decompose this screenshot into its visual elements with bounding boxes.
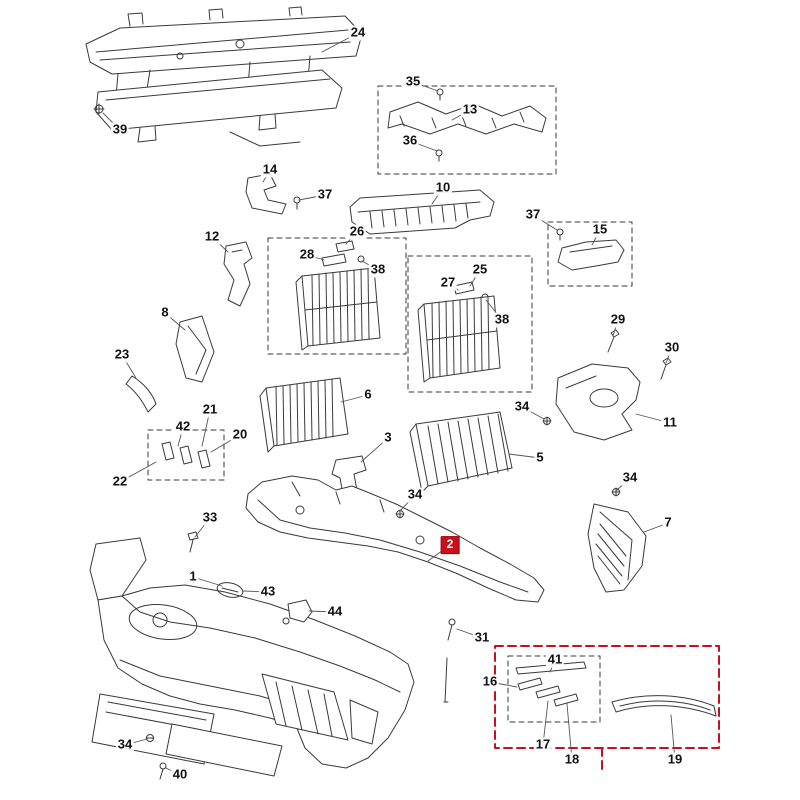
repair-kit-group <box>494 645 720 773</box>
part-callout-29[interactable]: 29 <box>608 311 628 328</box>
part-callout-44[interactable]: 44 <box>325 603 345 620</box>
part-callout-8[interactable]: 8 <box>159 304 171 321</box>
part-callout-20[interactable]: 20 <box>230 426 250 443</box>
part-callout-38[interactable]: 38 <box>368 261 388 278</box>
fastener-39-bolt <box>93 103 105 115</box>
part-callout-28[interactable]: 28 <box>297 246 317 263</box>
part-6-grille <box>259 377 349 453</box>
leader-line-18 <box>566 703 573 761</box>
part-callout-5[interactable]: 5 <box>534 449 546 466</box>
part-callout-10[interactable]: 10 <box>433 179 453 196</box>
part-callout-17[interactable]: 17 <box>533 736 553 753</box>
part-callout-31[interactable]: 31 <box>472 629 492 646</box>
part-27-shutter-group <box>407 255 533 393</box>
fastener-34-screw-c <box>611 487 621 497</box>
part-callout-38-2[interactable]: 38 <box>492 311 512 328</box>
part-2-upper-support <box>245 475 545 603</box>
part-15-bracket-group <box>547 221 633 287</box>
part-callout-34[interactable]: 34 <box>512 398 532 415</box>
part-callout-34-3[interactable]: 34 <box>620 469 640 486</box>
part-callout-42[interactable]: 42 <box>173 418 193 435</box>
fastener-30-screw <box>660 357 672 380</box>
part-7-trim <box>587 503 647 593</box>
part-callout-6[interactable]: 6 <box>362 386 374 403</box>
part-callout-33[interactable]: 33 <box>200 509 220 526</box>
part-callout-3[interactable]: 3 <box>382 429 394 446</box>
part-callout-11[interactable]: 11 <box>661 414 679 431</box>
part-callout-18[interactable]: 18 <box>562 751 582 768</box>
part-23-strip <box>125 375 157 413</box>
part-13-bracket-group <box>377 85 557 175</box>
part-callout-19[interactable]: 19 <box>665 751 685 768</box>
part-callout-15[interactable]: 15 <box>590 221 610 238</box>
part-callout-37[interactable]: 37 <box>315 186 335 203</box>
part-callout-36[interactable]: 36 <box>400 132 420 149</box>
part-callout-24[interactable]: 24 <box>348 24 368 41</box>
part-callout-40[interactable]: 40 <box>170 766 190 783</box>
part-callout-12[interactable]: 12 <box>202 228 222 245</box>
part-callout-22[interactable]: 22 <box>110 473 130 490</box>
fastener-40-screw <box>159 762 167 780</box>
part-callout-43[interactable]: 43 <box>258 583 278 600</box>
part-callout-35[interactable]: 35 <box>403 73 423 90</box>
part-callout-41[interactable]: 41 <box>545 651 565 668</box>
part-14-bracket <box>245 173 301 215</box>
part-callout-14[interactable]: 14 <box>260 161 280 178</box>
leader-line-19 <box>670 714 676 761</box>
fastener-33-screw <box>187 531 199 553</box>
fastener-31-screw <box>443 618 456 703</box>
part-11-bracket <box>555 363 641 441</box>
part-callout-2[interactable]: 2 <box>440 536 460 554</box>
part-callout-25[interactable]: 25 <box>470 261 490 278</box>
part-callout-26[interactable]: 26 <box>347 223 367 240</box>
fastener-34-screw-d <box>145 734 155 742</box>
part-callout-1[interactable]: 1 <box>187 568 199 585</box>
part-44-bracket <box>282 599 313 625</box>
part-12-bracket <box>223 241 253 307</box>
part-1-bumper-cover <box>89 537 415 777</box>
part-callout-13[interactable]: 13 <box>460 101 480 118</box>
part-callout-30[interactable]: 30 <box>662 339 682 356</box>
part-callout-7[interactable]: 7 <box>662 514 674 531</box>
part-callout-37-2[interactable]: 37 <box>523 206 543 223</box>
part-callout-34-2[interactable]: 34 <box>405 486 425 503</box>
part-10-bracket <box>349 189 495 235</box>
part-callout-34-4[interactable]: 34 <box>115 736 135 753</box>
part-43-grommet <box>216 582 244 598</box>
part-28-shutter-group <box>267 237 407 355</box>
part-callout-27[interactable]: 27 <box>438 274 458 291</box>
fastener-34-screw-a <box>542 416 552 426</box>
part-8-bezel <box>175 315 215 383</box>
part-callout-21[interactable]: 21 <box>200 401 220 418</box>
part-5-grille <box>409 411 513 493</box>
part-callout-23[interactable]: 23 <box>112 346 132 363</box>
part-callout-39[interactable]: 39 <box>110 121 130 138</box>
part-callout-16[interactable]: 16 <box>480 673 500 690</box>
clip-group-20 <box>147 429 225 481</box>
